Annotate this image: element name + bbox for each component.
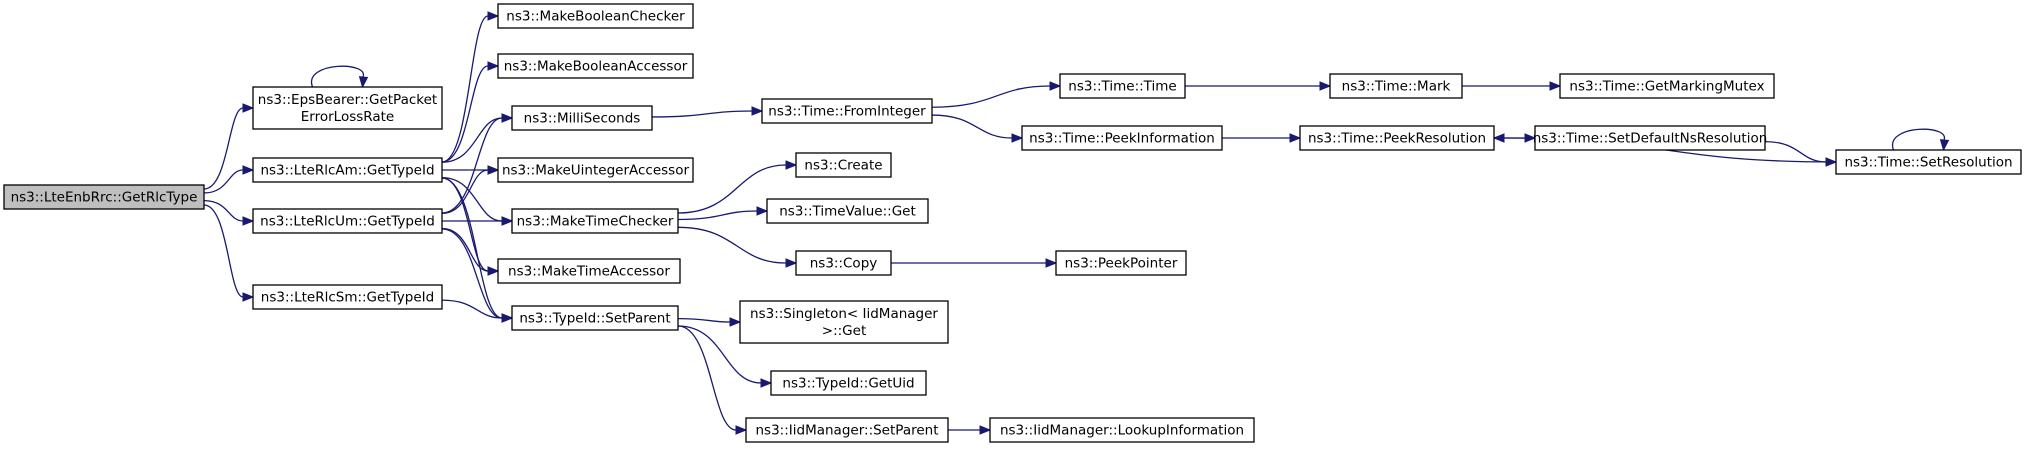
call-edge [677, 160, 798, 214]
node-label: ns3::Time::Mark [1342, 79, 1451, 95]
node-maketimechecker[interactable]: ns3::MakeTimeChecker [511, 208, 679, 234]
node-label: ns3::EpsBearer::GetPacket [258, 92, 437, 108]
node-label: ns3::LteRlcSm::GetTypeId [261, 290, 434, 306]
node-makeuintaccessor[interactable]: ns3::MakeUintegerAccessor [497, 157, 694, 183]
node-label: ns3::Singleton< IidManager [750, 306, 938, 322]
node-getmarkingmutex[interactable]: ns3::Time::GetMarkingMutex [1559, 73, 1775, 99]
node-label: ns3::LteRlcUm::GetTypeId [260, 214, 435, 230]
call-edge [310, 65, 369, 89]
node-lterlcum[interactable]: ns3::LteRlcUm::GetTypeId [252, 208, 443, 234]
call-edge [203, 165, 255, 194]
node-timevalueget[interactable]: ns3::TimeValue::Get [766, 198, 929, 224]
node-create[interactable]: ns3::Create [795, 152, 892, 178]
node-label: ns3::TypeId::GetUid [782, 376, 914, 392]
call-edge [948, 425, 992, 435]
node-lterlcam[interactable]: ns3::LteRlcAm::GetTypeId [252, 157, 443, 183]
call-edge [1891, 128, 1950, 152]
node-fromint[interactable]: ns3::Time::FromInteger [761, 98, 933, 124]
node-setdefaultres[interactable]: ns3::Time::SetDefaultNsResolution [1533, 125, 1768, 151]
node-label: ns3::Time::Time [1068, 79, 1176, 95]
node-peekres[interactable]: ns3::Time::PeekResolution [1299, 125, 1495, 151]
node-label: ns3::Time::FromInteger [768, 104, 926, 120]
node-label: >::Get [822, 323, 866, 339]
node-label: ns3::LteEnbRrc::GetRlcType [11, 190, 198, 206]
node-lookupinfo[interactable]: ns3::IidManager::LookupInformation [989, 417, 1255, 443]
node-label: ns3::MakeBooleanAccessor [504, 59, 688, 75]
node-getuid[interactable]: ns3::TypeId::GetUid [770, 370, 927, 396]
node-label: ns3::IidManager::SetParent [756, 423, 939, 439]
node-copy[interactable]: ns3::Copy [795, 250, 892, 276]
node-label: ns3::MakeUintegerAccessor [502, 163, 690, 179]
call-edge [203, 199, 255, 226]
call-edge [1462, 81, 1562, 91]
call-edge [1222, 133, 1302, 143]
node-label: ns3::Create [804, 158, 882, 174]
call-edge [677, 325, 773, 388]
node-label: ns3::MilliSeconds [524, 111, 641, 127]
call-edge [677, 325, 748, 435]
node-mark[interactable]: ns3::Time::Mark [1329, 73, 1463, 99]
node-timetime[interactable]: ns3::Time::Time [1059, 73, 1186, 99]
node-makeboolchecker[interactable]: ns3::MakeBooleanChecker [497, 3, 694, 29]
node-label: ns3::MakeBooleanChecker [506, 9, 685, 25]
node-iidsetparent[interactable]: ns3::IidManager::SetParent [745, 417, 949, 443]
node-label: ns3::IidManager::LookupInformation [1000, 423, 1244, 439]
node-lterlcsm[interactable]: ns3::LteRlcSm::GetTypeId [252, 284, 443, 310]
node-label: ns3::TimeValue::Get [779, 204, 916, 220]
call-edge [1185, 81, 1332, 91]
node-label: ns3::MakeTimeAccessor [508, 264, 670, 280]
node-makeboolaccessor[interactable]: ns3::MakeBooleanAccessor [497, 53, 694, 79]
node-label: ns3::Time::GetMarkingMutex [1569, 79, 1764, 95]
call-edge [441, 61, 500, 163]
call-edge [891, 258, 1058, 268]
call-edge [441, 299, 514, 323]
call-edge [441, 11, 500, 163]
node-singleton[interactable]: ns3::Singleton< IidManager >::Get [739, 300, 949, 344]
node-label: ns3::PeekPointer [1065, 256, 1178, 272]
node-getrlctype: ns3::LteEnbRrc::GetRlcType [3, 184, 205, 210]
call-edge [677, 226, 798, 268]
node-label: ns3::Time::SetResolution [1844, 155, 2012, 171]
node-label: ns3::LteRlcAm::GetTypeId [260, 163, 434, 179]
node-label: ns3::Time::SetDefaultNsResolution [1533, 131, 1768, 147]
node-label: ErrorLossRate [301, 109, 394, 125]
call-edge [442, 216, 514, 226]
node-peekinfo[interactable]: ns3::Time::PeekInformation [1021, 125, 1223, 151]
node-maketimeaccessor[interactable]: ns3::MakeTimeAccessor [497, 258, 681, 284]
node-milliseconds[interactable]: ns3::MilliSeconds [511, 105, 653, 131]
call-edge [651, 106, 764, 118]
call-edge [441, 113, 514, 214]
call-edge [203, 103, 255, 190]
call-edge [441, 165, 500, 214]
node-label: ns3::Time::PeekResolution [1308, 131, 1486, 147]
call-edge [677, 206, 769, 221]
call-edge [203, 204, 255, 302]
call-graph-nodes: ns3::LteEnbRrc::GetRlcType ns3::EpsBearer… [3, 3, 2022, 443]
node-setparent[interactable]: ns3::TypeId::SetParent [511, 305, 679, 331]
node-label: ns3::Copy [810, 256, 878, 272]
node-label: ns3::TypeId::SetParent [519, 311, 670, 327]
call-edge [931, 114, 1024, 143]
node-label: ns3::MakeTimeChecker [517, 214, 674, 230]
node-peekpointer[interactable]: ns3::PeekPointer [1055, 250, 1187, 276]
node-label: ns3::Time::PeekInformation [1029, 131, 1215, 147]
call-edge [441, 227, 500, 276]
node-setres[interactable]: ns3::Time::SetResolution [1835, 149, 2022, 175]
call-edge [677, 317, 742, 327]
call-edge [931, 81, 1062, 108]
